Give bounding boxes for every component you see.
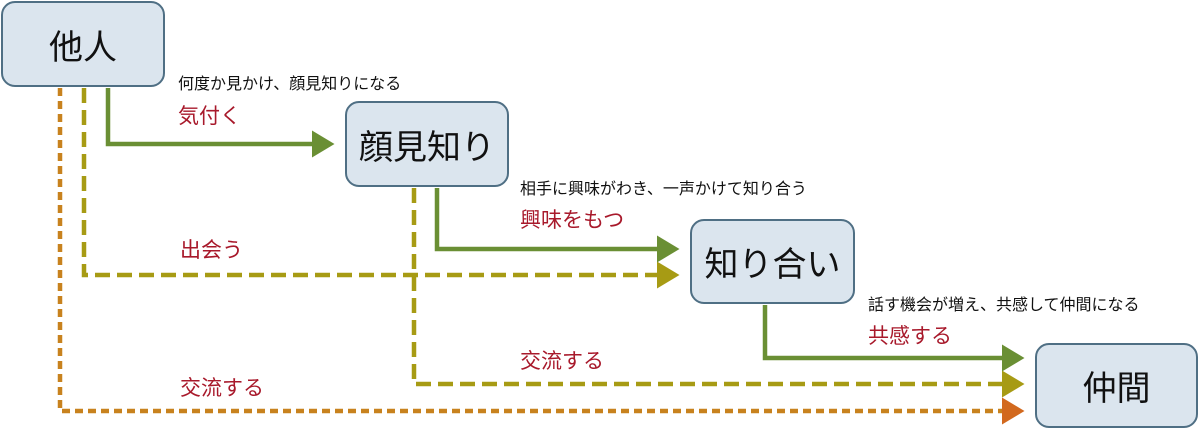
arrow-acquaintance-to-companion xyxy=(762,305,1025,372)
step-2-action-label: 興味をもつ xyxy=(520,208,625,232)
shortcut-interact-label-1: 交流する xyxy=(520,349,604,373)
shortcut-interact-label-2: 交流する xyxy=(180,376,264,400)
step-3-action-label: 共感する xyxy=(868,324,952,348)
node-acquaintance-by-sight: 顔見知り xyxy=(345,101,509,187)
arrow-acquaintance-by-sight-to-companion xyxy=(411,188,1025,398)
step-2-description: 相手に興味がわき、一声かけて知り合う xyxy=(520,179,807,198)
node-stranger: 他人 xyxy=(1,1,165,87)
node-companion: 仲間 xyxy=(1035,343,1198,428)
arrow-acquaintance-by-sight-to-acquaintance xyxy=(434,188,680,263)
arrow-stranger-to-acquaintance-by-sight xyxy=(105,88,335,158)
node-acquaintance: 知り合い xyxy=(690,219,855,304)
step-3-description: 話す機会が増え、共感して仲間になる xyxy=(868,295,1140,314)
arrow-stranger-to-companion xyxy=(57,88,1025,425)
arrow-stranger-to-acquaintance xyxy=(81,88,680,289)
step-1-description: 何度か見かけ、顔見知りになる xyxy=(178,74,402,93)
shortcut-meet-label: 出会う xyxy=(180,238,243,262)
step-1-action-label: 気付く xyxy=(178,104,241,128)
